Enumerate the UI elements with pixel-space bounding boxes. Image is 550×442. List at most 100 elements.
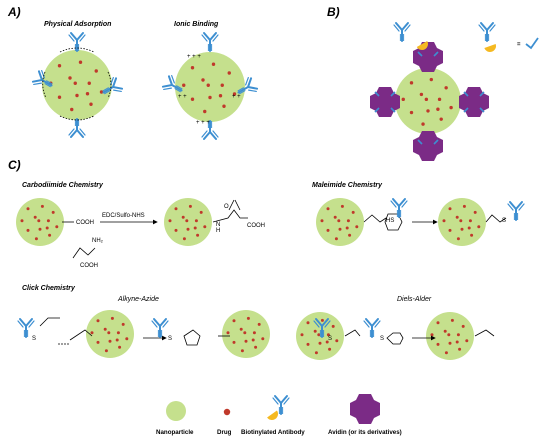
drug-dot	[313, 329, 317, 333]
drug-dot	[40, 204, 44, 208]
drug-dot	[55, 225, 59, 229]
drug-dot	[232, 92, 237, 96]
sulfur-label: S	[502, 218, 506, 224]
section-c-reactions	[17, 198, 525, 346]
drug-dot	[232, 319, 236, 323]
nanoparticle	[395, 68, 461, 134]
drug-dot	[314, 351, 318, 355]
drug-dot	[73, 81, 77, 85]
drug-dot	[206, 83, 210, 87]
drug-dot	[468, 219, 472, 223]
drug-dot	[168, 219, 172, 223]
drug-dot	[199, 210, 203, 214]
drug-dot	[456, 237, 460, 241]
drug-dot	[194, 219, 198, 223]
drug-dot	[470, 233, 474, 237]
nanoparticles-group	[16, 50, 486, 360]
drug-dot	[450, 318, 454, 322]
drug-dot	[244, 339, 248, 343]
nanoparticle	[16, 198, 64, 246]
drug-dot	[182, 237, 186, 241]
drug-dot	[227, 71, 231, 75]
drug-dot	[57, 64, 62, 68]
drug-dot	[436, 107, 440, 111]
section-a-antibodies: + + + + + + + + + +	[30, 32, 260, 140]
drug-dot	[338, 227, 342, 231]
drug-dot	[211, 62, 216, 66]
avidin-protein	[370, 87, 400, 117]
click-chemistry-label: Click Chemistry	[22, 285, 75, 292]
drug-dot	[240, 349, 244, 353]
drug-dot	[443, 329, 447, 333]
sulfur-label: S	[328, 336, 332, 342]
drug-dot	[437, 97, 442, 102]
reagent-label: EDC/Sulfo-NHS	[102, 213, 145, 219]
drug-dot	[320, 318, 324, 322]
svg-text:+ +: + +	[178, 94, 187, 100]
drug-dot	[78, 60, 83, 64]
drug-dot	[326, 228, 330, 232]
drug-dot	[48, 233, 52, 237]
drug-dot	[424, 97, 429, 102]
drug-dot	[246, 316, 250, 320]
legend-drug-label: Drug	[217, 429, 232, 436]
nanoparticle	[175, 52, 245, 122]
drug-dot	[193, 226, 197, 230]
drug-dot	[57, 95, 62, 99]
panel-label-c: C)	[8, 158, 21, 172]
maleimide-chemistry-label: Maleimide Chemistry	[312, 182, 383, 189]
svg-text:+ +: + +	[232, 94, 241, 100]
drug-dot	[188, 204, 192, 208]
drug-dot	[430, 333, 434, 337]
nanoparticle	[438, 198, 486, 246]
drug-dot	[45, 226, 49, 230]
hs-label: HS	[386, 218, 394, 224]
drug-dot	[351, 210, 355, 214]
drug-dot	[20, 219, 24, 223]
drug-dot	[203, 225, 207, 229]
drug-dot	[51, 210, 55, 214]
antibody	[363, 318, 381, 338]
drug-dot	[444, 351, 448, 355]
drug-dot	[439, 117, 443, 121]
drug-dot	[459, 219, 463, 223]
drug-dot	[465, 339, 469, 343]
drug-dot	[429, 77, 433, 82]
drug-dot	[89, 102, 93, 106]
nanoparticle	[42, 50, 112, 120]
drug-dot	[121, 322, 125, 326]
avidin-protein	[413, 131, 443, 161]
drug-dot	[318, 341, 322, 345]
drug-dot	[448, 228, 452, 232]
drug-dot	[348, 233, 352, 237]
drug-dot	[201, 78, 205, 82]
cooh-product-label: COOH	[247, 223, 265, 229]
sulfur-label: S	[380, 336, 384, 342]
drug-dot	[190, 97, 195, 101]
antibody	[151, 318, 169, 338]
drug-dot	[442, 219, 446, 223]
ionic-binding-label: Ionic Binding	[174, 21, 219, 28]
drug-dot	[409, 110, 414, 115]
legend-nanoparticle-label: Nanoparticle	[156, 429, 194, 436]
drug-dot	[320, 219, 324, 223]
drug-dot	[306, 321, 310, 325]
drug-dot	[108, 339, 112, 343]
drug-dot	[326, 207, 330, 211]
antibody	[68, 118, 86, 138]
drug-dot	[239, 327, 243, 331]
drug-dot	[328, 347, 332, 351]
drug-dot	[409, 81, 414, 85]
sulfur-label: S	[168, 336, 172, 342]
drug-dot	[37, 219, 41, 223]
drug-dot	[85, 92, 90, 96]
drug-dot	[345, 226, 349, 230]
drug-dot	[355, 225, 359, 229]
nh2-label: NH₂	[92, 238, 104, 244]
drug-dot	[300, 333, 304, 337]
legend-avidin-icon	[350, 394, 380, 424]
panel-label-b: B)	[327, 5, 340, 19]
drug-dot	[26, 228, 30, 232]
drug-dot	[419, 92, 424, 97]
antibody	[507, 201, 525, 221]
